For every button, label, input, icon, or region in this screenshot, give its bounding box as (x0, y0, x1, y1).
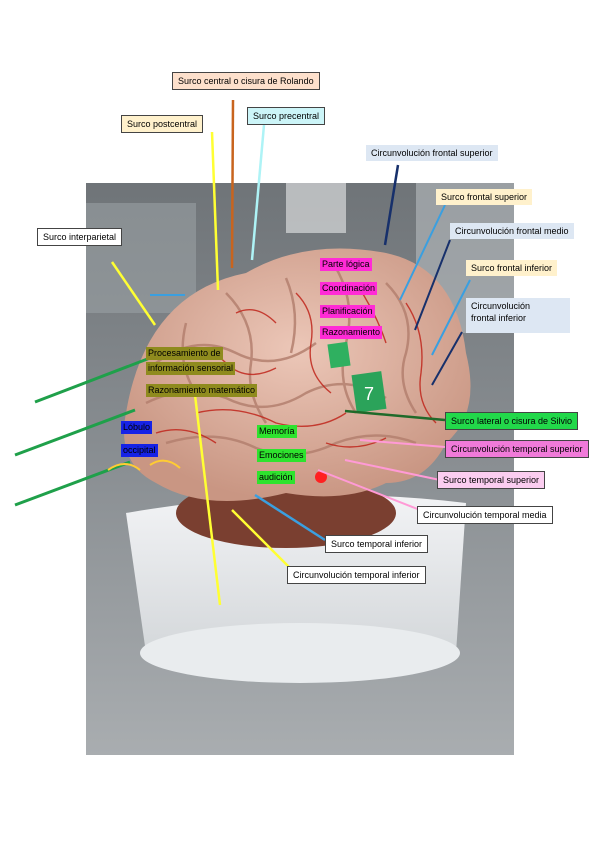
label-surco-postcentral: Surco postcentral (121, 115, 204, 133)
label-surco-frontal-inferior: Surco frontal inferior (466, 260, 558, 276)
label-surco-frontal-superior: Surco frontal superior (436, 189, 533, 205)
label-surco-precentral: Surco precentral (247, 107, 326, 125)
label-circ-frontal-medio: Circunvolución frontal medio (450, 223, 574, 239)
label-surco-interparietal: Surco interparietal (37, 228, 123, 246)
brain-model-photo: 7 (86, 183, 514, 755)
label-surco-temporal-inferior: Surco temporal inferior (325, 535, 429, 553)
tag-razonamiento-matematico: Razonamiento matemático (146, 384, 258, 397)
label-circ-temporal-media: Circunvolución temporal media (417, 506, 553, 524)
tag-parte-logica: Parte lógica (320, 258, 372, 271)
brain-model-illustration: 7 (86, 183, 514, 755)
model-number: 7 (364, 384, 374, 404)
tag-blue-line1: Lóbulo (121, 421, 153, 434)
tag-razonamiento: Razonamiento (320, 326, 383, 339)
label-circ-temporal-inferior: Circunvolución temporal inferior (287, 566, 426, 584)
tag-procesamiento-line1: Procesamiento de (146, 347, 223, 360)
tag-memoria: Memoría (257, 425, 297, 438)
label-circ-frontal-superior: Circunvolución frontal superior (366, 145, 498, 161)
label-surco-lateral: Surco lateral o cisura de Silvio (445, 412, 579, 430)
tag-procesamiento-line2: información sensorial (146, 362, 236, 375)
tag-coordinacion: Coordinación (320, 282, 378, 295)
label-circ-temporal-superior: Circunvolución temporal superior (445, 440, 589, 458)
label-circ-frontal-inferior: Circunvolución frontal inferior (466, 298, 570, 333)
tag-blue-line2: occipital (121, 444, 158, 457)
label-circ-frontal-inferior-line1: Circunvolución (471, 301, 531, 311)
tag-audicion: audición (257, 471, 295, 484)
tag-emociones: Emociones (257, 449, 306, 462)
tag-planificacion: Planificación (320, 305, 375, 318)
label-surco-temporal-superior: Surco temporal superior (437, 471, 546, 489)
label-circ-frontal-inferior-line2: frontal inferior (471, 313, 527, 323)
label-surco-central: Surco central o cisura de Rolando (172, 72, 320, 90)
